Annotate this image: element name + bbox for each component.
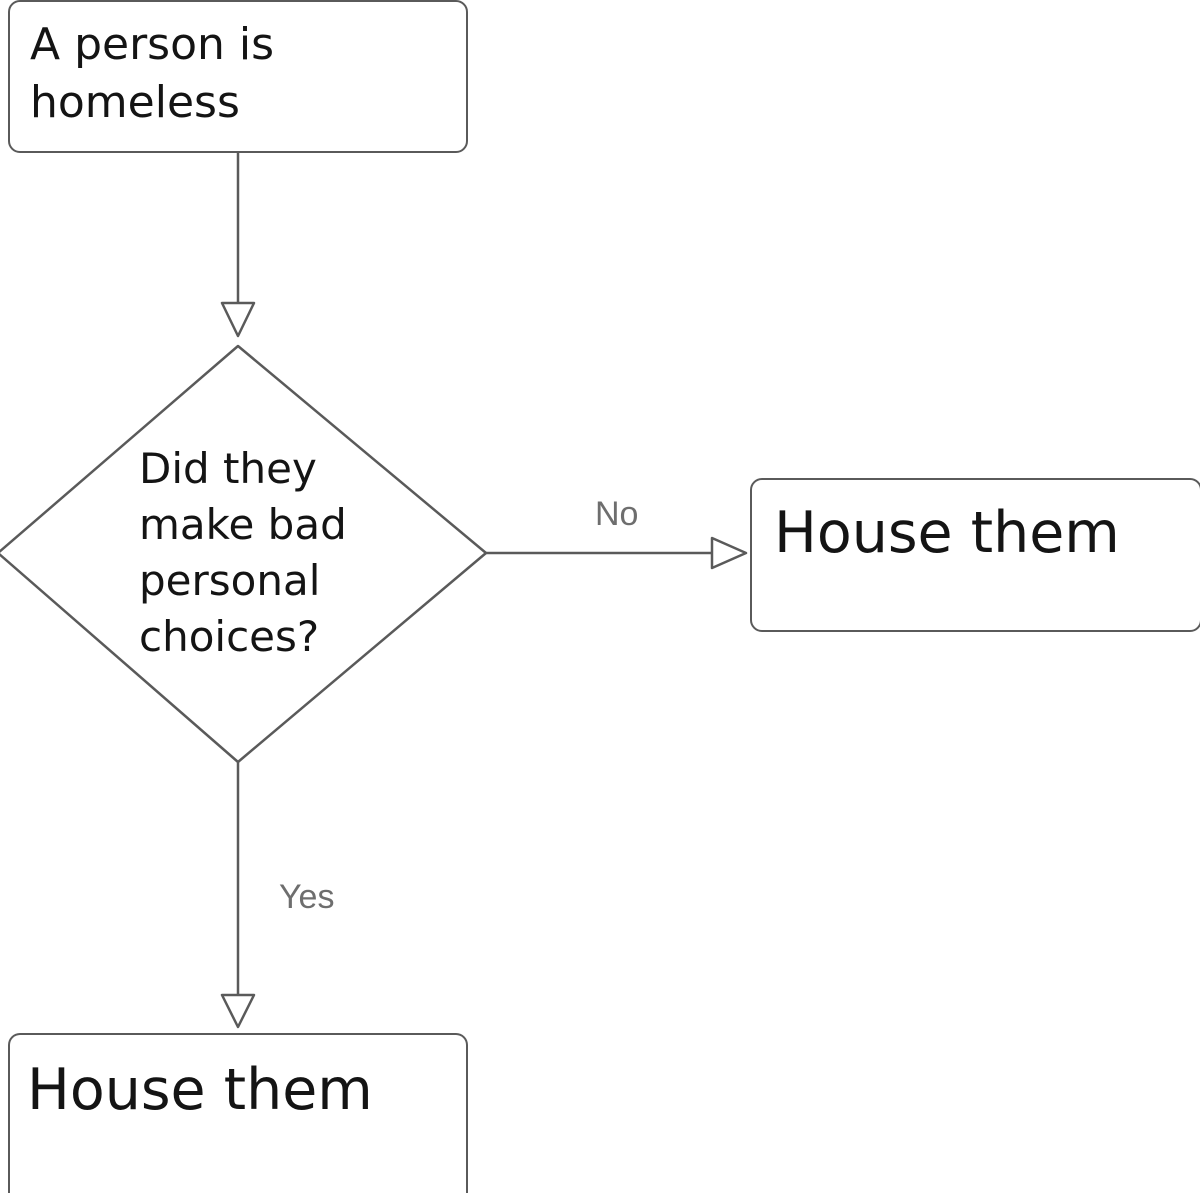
arrowhead-down-icon xyxy=(220,993,256,1029)
start-node-line: homeless xyxy=(30,77,240,128)
yes-outcome-node xyxy=(8,1033,468,1193)
arrowhead-down-icon xyxy=(220,301,256,338)
start-node xyxy=(8,0,468,153)
yes-outcome-text: House them xyxy=(27,1057,373,1123)
decision-line: choices? xyxy=(139,612,320,661)
decision-node-text: Did they make bad personal choices? xyxy=(139,441,347,665)
no-outcome-node xyxy=(750,478,1200,632)
decision-line: make bad xyxy=(139,500,347,549)
decision-line: Did they xyxy=(139,444,317,493)
edge-label-no: No xyxy=(595,495,639,533)
no-outcome-text: House them xyxy=(774,500,1120,566)
edge-label-yes: Yes xyxy=(279,878,335,916)
decision-line: personal xyxy=(139,556,321,605)
start-node-text: A person is homeless xyxy=(30,16,274,132)
start-node-line: A person is xyxy=(30,19,275,70)
arrowhead-right-icon xyxy=(710,536,748,570)
